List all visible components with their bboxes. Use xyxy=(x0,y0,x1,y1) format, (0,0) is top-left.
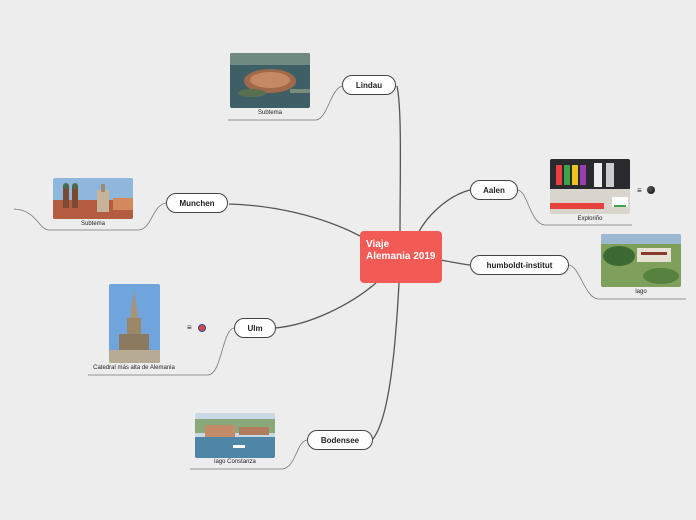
bodensee-lake-image[interactable] xyxy=(195,413,275,458)
topic-lindau[interactable]: Lindau xyxy=(342,75,396,95)
aalen-explorino-image[interactable] xyxy=(550,159,630,214)
subtopic-munchen[interactable]: Subtema xyxy=(53,221,133,227)
ulm-cathedral-image[interactable] xyxy=(109,284,160,363)
link-bodensee xyxy=(372,283,399,440)
subtopic-bodensee[interactable]: lago Constanza xyxy=(195,459,275,465)
central-topic[interactable]: Viaje Alemania 2019 xyxy=(360,231,442,283)
flag-icon[interactable] xyxy=(198,324,206,332)
link-ulm xyxy=(275,283,376,328)
globe-icon[interactable] xyxy=(647,186,655,194)
munchen-city-image[interactable] xyxy=(53,178,133,219)
subtopic-lindau[interactable]: Subtema xyxy=(230,110,310,116)
topic-munchen[interactable]: Munchen xyxy=(166,193,228,213)
subtopic-aalen[interactable]: Exploriño xyxy=(550,216,630,222)
topic-bodensee[interactable]: Bodensee xyxy=(307,430,373,450)
topic-humboldt-institut[interactable]: humboldt-institut xyxy=(470,255,569,275)
link-lindau xyxy=(397,86,400,240)
subtopic-humboldt[interactable]: lago xyxy=(601,289,681,295)
notes-icon[interactable]: ≡ xyxy=(187,323,192,333)
subtopic-ulm[interactable]: Catedral más alta de Alemania xyxy=(84,365,184,371)
link-humboldt xyxy=(440,260,470,265)
notes-icon[interactable]: ≡ xyxy=(637,186,642,196)
topic-ulm[interactable]: Ulm xyxy=(234,318,276,338)
topic-aalen[interactable]: Aalen xyxy=(470,180,518,200)
lindau-island-image[interactable] xyxy=(230,53,310,108)
link-munchen xyxy=(229,204,360,236)
humboldt-lake-image[interactable] xyxy=(601,234,681,287)
